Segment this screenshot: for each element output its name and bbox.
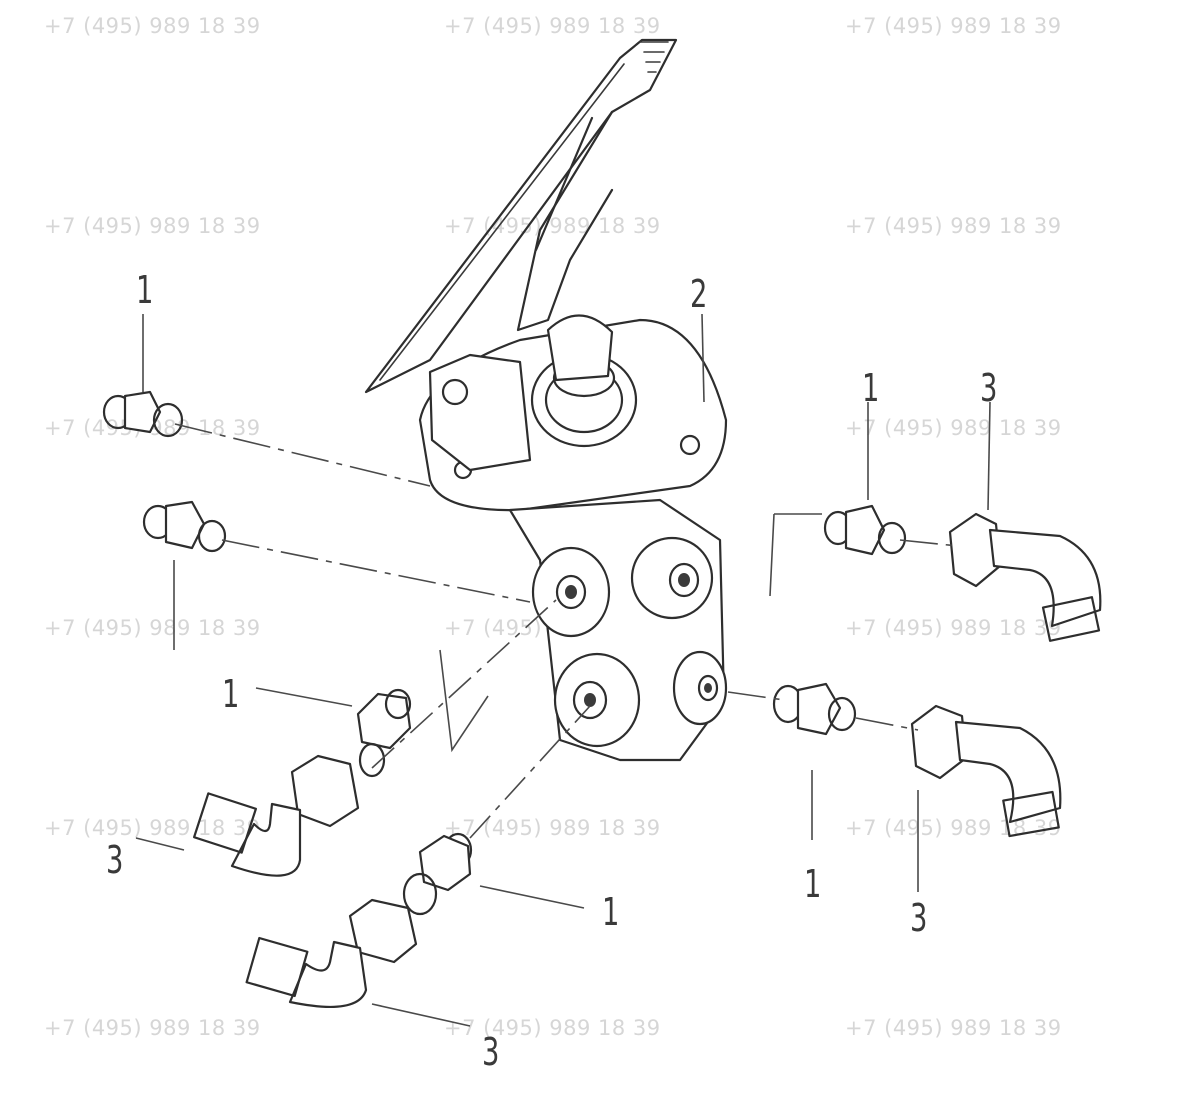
- threaded-fitting-icon: [823, 504, 907, 556]
- callout-elbow-pipe: 3: [910, 896, 928, 940]
- threaded-fitting-icon: [102, 390, 184, 438]
- threaded-fitting-icon: [772, 682, 857, 736]
- callout-fitting: 1: [136, 268, 154, 312]
- elbow-pipe-icon: [245, 898, 418, 1008]
- elbow-pipe-icon: [910, 704, 1062, 838]
- callout-elbow-pipe: 3: [106, 838, 124, 882]
- threaded-fitting-icon: [402, 832, 473, 916]
- threaded-fitting-icon: [356, 688, 412, 778]
- leader-lines: [135, 313, 991, 1027]
- brake-valve-icon: [418, 314, 728, 762]
- callout-elbow-pipe: 3: [482, 1030, 500, 1074]
- elbow-pipe-icon: [948, 512, 1102, 642]
- threaded-fitting-icon: [142, 500, 227, 553]
- callout-fitting: 1: [602, 890, 620, 934]
- callout-brake-valve: 2: [690, 272, 708, 316]
- brake-pedal-icon: [364, 38, 678, 394]
- elbow-pipe-icon: [193, 754, 360, 877]
- callout-fitting: 1: [222, 672, 240, 716]
- callout-fitting: 1: [862, 366, 880, 410]
- callout-fitting: 1: [804, 862, 822, 906]
- callout-elbow-pipe: 3: [980, 366, 998, 410]
